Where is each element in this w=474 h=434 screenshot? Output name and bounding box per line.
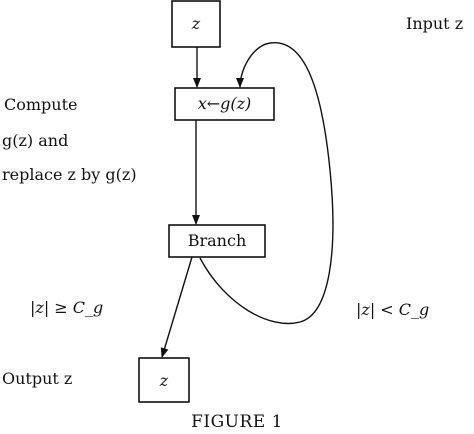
output-label: Output z (2, 369, 73, 388)
compute-box-label: x←g(z) (197, 94, 252, 113)
compute-description-line-2: g(z) and (2, 131, 69, 150)
input-box (171, 0, 221, 48)
compute-description-line-3: replace z by g(z) (2, 165, 137, 184)
compute-box (174, 87, 275, 121)
input-label: Input z (406, 14, 464, 33)
output-box (138, 357, 190, 403)
output-box-label: z (159, 371, 169, 390)
branch-condition-lt: |z| < C_g (356, 300, 430, 319)
arrow-branch-to-output (160, 256, 193, 358)
branch-condition-ge: |z| ≥ C_g (30, 298, 104, 317)
figure-caption: FIGURE 1 (191, 412, 283, 432)
loop-arrow-branch-to-compute (199, 42, 334, 325)
branch-box-label: Branch (187, 231, 247, 250)
compute-description-line-1: Compute (4, 95, 78, 114)
input-box-label: z (191, 14, 201, 33)
branch-box (168, 224, 266, 258)
